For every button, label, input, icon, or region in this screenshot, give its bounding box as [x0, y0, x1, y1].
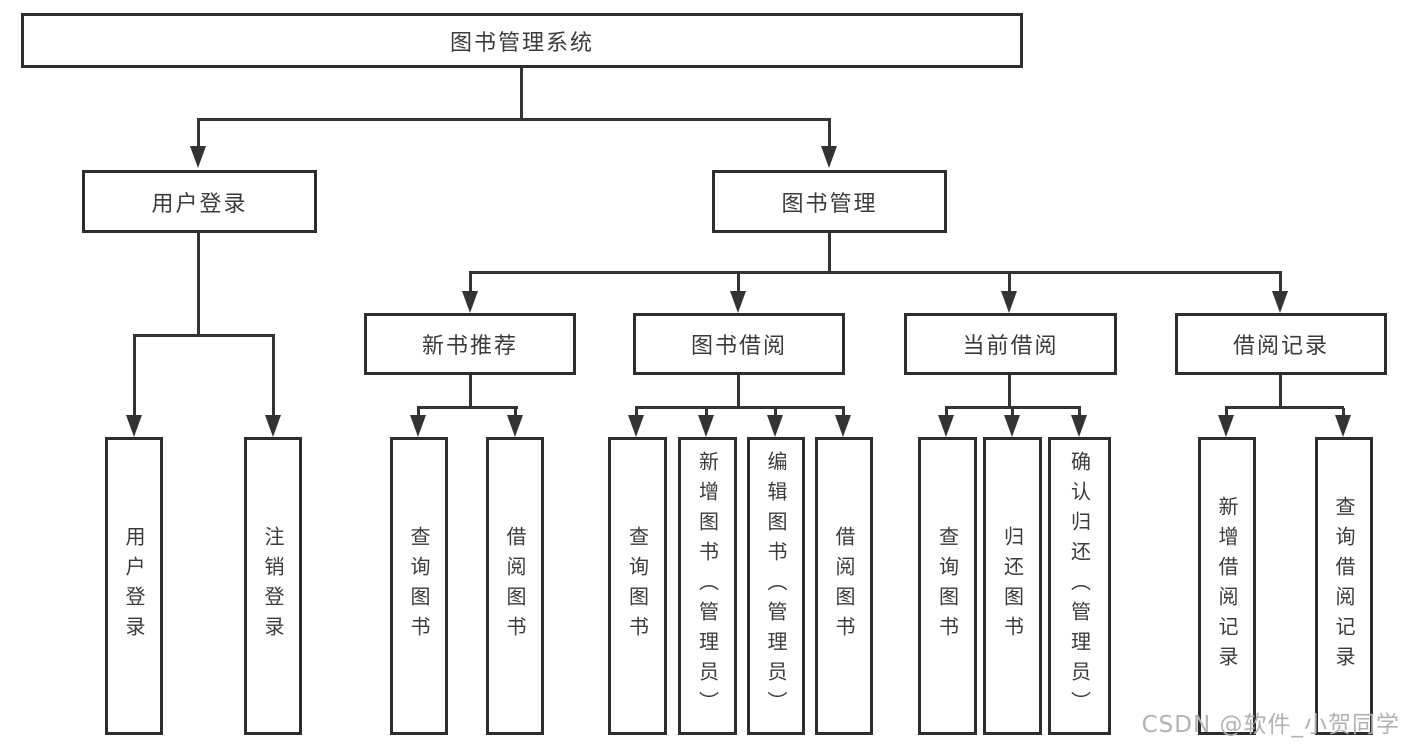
connector-line [1279, 375, 1282, 408]
connector-line [469, 271, 1282, 274]
leaf-borrowing-borrow-books: 借阅图书 [815, 437, 873, 735]
leaf-return-book-label: 归还图书 [1000, 526, 1025, 646]
connector-line [737, 375, 740, 408]
leaf-confirm-return-admin-label: 确认归还（管理员） [1067, 451, 1092, 721]
connector-line [635, 408, 638, 418]
connector-line [828, 120, 831, 148]
leaf-query-borrow-record: 查询借阅记录 [1315, 437, 1373, 735]
connector-line [197, 120, 200, 148]
leaf-edit-book-admin: 编辑图书（管理员） [747, 437, 805, 735]
leaf-borrowing-query-books: 查询图书 [608, 437, 667, 735]
arrow-down-icon [507, 415, 523, 437]
leaf-user-login: 用户登录 [105, 437, 163, 735]
arrow-down-icon [1004, 415, 1020, 437]
connector-line [945, 408, 948, 418]
leaf-current-query-books: 查询图书 [918, 437, 977, 735]
arrow-down-icon [190, 146, 206, 168]
node-borrow-records: 借阅记录 [1175, 313, 1387, 375]
leaf-recommend-query-books-label: 查询图书 [407, 526, 431, 646]
node-new-book-recommend-label: 新书推荐 [421, 334, 518, 359]
connector-line [1078, 408, 1081, 418]
leaf-user-login-label: 用户登录 [122, 526, 146, 646]
arrow-down-icon [628, 415, 644, 437]
arrow-down-icon [1218, 415, 1234, 437]
connector-line [272, 336, 275, 417]
csdn-watermark: CSDN @软件_小贺同学 [1141, 712, 1400, 738]
leaf-confirm-return-admin: 确认归还（管理员） [1048, 437, 1111, 735]
connector-line [1279, 273, 1282, 293]
leaf-add-borrow-record-label: 新增借阅记录 [1215, 496, 1239, 676]
arrow-down-icon [821, 146, 837, 168]
leaf-recommend-borrow-books: 借阅图书 [486, 437, 544, 735]
node-book-borrowing: 图书借阅 [633, 313, 845, 375]
leaf-recommend-query-books: 查询图书 [390, 437, 448, 735]
connector-line [828, 233, 831, 273]
connector-line [1008, 273, 1011, 293]
node-book-management: 图书管理 [712, 170, 947, 233]
leaf-borrowing-borrow-books-label: 借阅图书 [832, 526, 856, 646]
connector-line [1342, 408, 1345, 418]
node-current-borrowing-label: 当前借阅 [962, 334, 1059, 359]
leaf-logout-label: 注销登录 [261, 526, 285, 646]
node-user-login: 用户登录 [82, 170, 317, 233]
connector-line [520, 68, 523, 120]
node-root-label: 图书管理系统 [449, 30, 594, 56]
connector-line [705, 408, 708, 418]
leaf-return-book: 归还图书 [983, 437, 1042, 735]
node-user-login-label: 用户登录 [151, 191, 248, 217]
connector-line [1225, 408, 1228, 418]
node-borrow-records-label: 借阅记录 [1232, 334, 1329, 359]
connector-line [197, 233, 200, 337]
arrow-down-icon [1071, 415, 1087, 437]
connector-line [737, 273, 740, 293]
connector-line [774, 408, 777, 418]
connector-line [469, 273, 472, 293]
arrow-down-icon [1335, 415, 1351, 437]
arrow-down-icon [462, 291, 478, 313]
leaf-borrowing-query-books-label: 查询图书 [625, 526, 650, 646]
node-new-book-recommend: 新书推荐 [364, 313, 576, 375]
connector-line [514, 408, 517, 418]
node-current-borrowing: 当前借阅 [904, 313, 1117, 375]
leaf-query-borrow-record-label: 查询借阅记录 [1332, 496, 1356, 676]
node-book-management-label: 图书管理 [781, 191, 878, 217]
leaf-add-book-admin-label: 新增图书（管理员） [695, 451, 720, 721]
leaf-logout: 注销登录 [244, 437, 302, 735]
arrow-down-icon [126, 415, 142, 437]
arrow-down-icon [1272, 291, 1288, 313]
connector-line [417, 408, 420, 418]
arrow-down-icon [835, 415, 851, 437]
connector-line [417, 406, 518, 409]
arrow-down-icon [730, 291, 746, 313]
leaf-edit-book-admin-label: 编辑图书（管理员） [764, 451, 788, 721]
connector-line [133, 334, 275, 337]
connector-line [1225, 406, 1344, 409]
node-root: 图书管理系统 [21, 13, 1023, 68]
arrow-down-icon [410, 415, 426, 437]
leaf-add-book-admin: 新增图书（管理员） [678, 437, 737, 735]
connector-line [635, 406, 845, 409]
connector-line [1011, 408, 1014, 418]
connector-line [1008, 375, 1011, 408]
connector-line [945, 406, 1081, 409]
arrow-down-icon [938, 415, 954, 437]
connector-line [469, 375, 472, 408]
node-book-borrowing-label: 图书借阅 [690, 334, 787, 359]
arrow-down-icon [767, 415, 783, 437]
arrow-down-icon [1001, 291, 1017, 313]
connector-line [133, 336, 136, 417]
connector-line [197, 118, 831, 121]
leaf-current-query-books-label: 查询图书 [935, 526, 960, 646]
arrow-down-icon [698, 415, 714, 437]
leaf-recommend-borrow-books-label: 借阅图书 [503, 526, 527, 646]
connector-line [842, 408, 845, 418]
leaf-add-borrow-record: 新增借阅记录 [1198, 437, 1256, 735]
arrow-down-icon [265, 415, 281, 437]
